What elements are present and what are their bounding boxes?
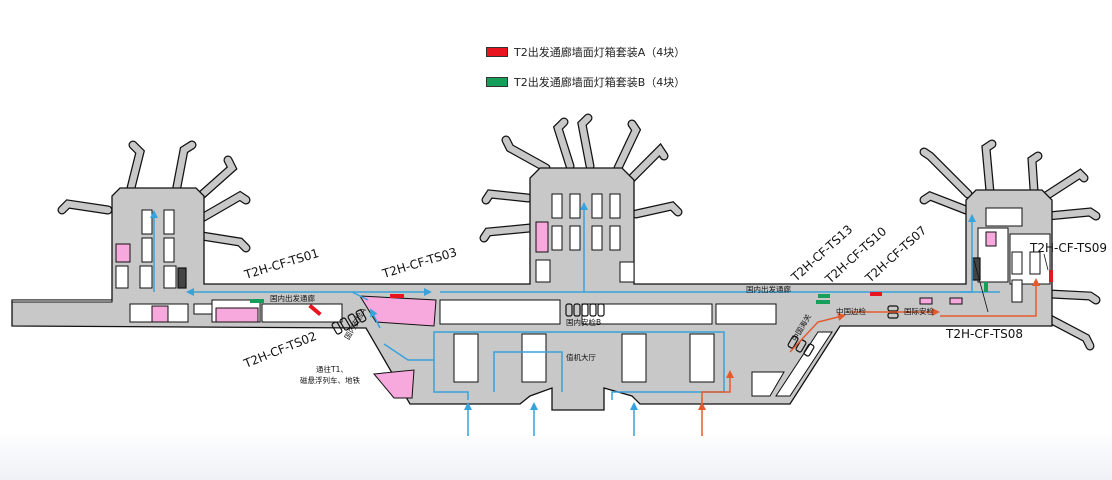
label-to-t1-line1: 通往T1、 [316,364,348,374]
callout-ts02: T2H-CF-TS02 [241,329,319,371]
lightbox-ts02 [308,303,322,317]
legend-label-b: T2出发通廊墙面灯箱套装B（4块） [514,76,686,89]
leader-lines [973,253,1049,313]
label-intl-security: 国际安检 [904,306,934,316]
label-to-t1-line2: 磁悬浮列车、地铁 [300,375,360,385]
lightbox-ts13 [816,300,830,304]
label-domestic-security-b: 国内安检B [566,317,601,327]
lightbox-ts08 [984,282,988,292]
international-flow-arrows [698,278,1040,436]
lightboxes [250,270,1053,317]
label-china-border: 中国边检 [836,306,866,316]
callout-ts01: T2H-CF-TS01 [242,246,321,282]
legend-label-a: T2出发通廊墙面灯箱套装A（4块） [514,46,686,59]
legend-item-b: T2出发通廊墙面灯箱套装B（4块） [486,74,685,90]
lightbox-ts09 [1049,270,1053,282]
legend-item-a: T2出发通廊墙面灯箱套装A（4块） [486,44,685,60]
jet-bridges [57,113,1101,351]
legend: T2出发通廊墙面灯箱套装A（4块） T2出发通廊墙面灯箱套装B（4块） [486,44,685,104]
label-domestic-corridor-right: 国内出发通廊 [746,284,791,294]
callout-ts08: T2H-CF-TS08 [945,327,1023,341]
lightbox-ts07 [870,292,882,296]
background-fade [0,430,1112,480]
legend-swatch-a [486,47,508,57]
security-lanes [177,257,981,357]
label-domestic-corridor-left: 国内出发通廊 [270,293,315,303]
legend-swatch-b [486,77,508,87]
lightbox-ts10 [818,294,830,298]
label-checkin-hall: 值机大厅 [566,352,596,362]
domestic-flow-arrows [150,202,1000,436]
callout-ts03: T2H-CF-TS03 [380,245,459,281]
lightbox-ts03 [390,294,404,298]
lightbox-ts01 [250,299,264,303]
pink-areas [115,221,997,399]
callout-ts09: T2H-CF-TS09 [1029,241,1107,255]
